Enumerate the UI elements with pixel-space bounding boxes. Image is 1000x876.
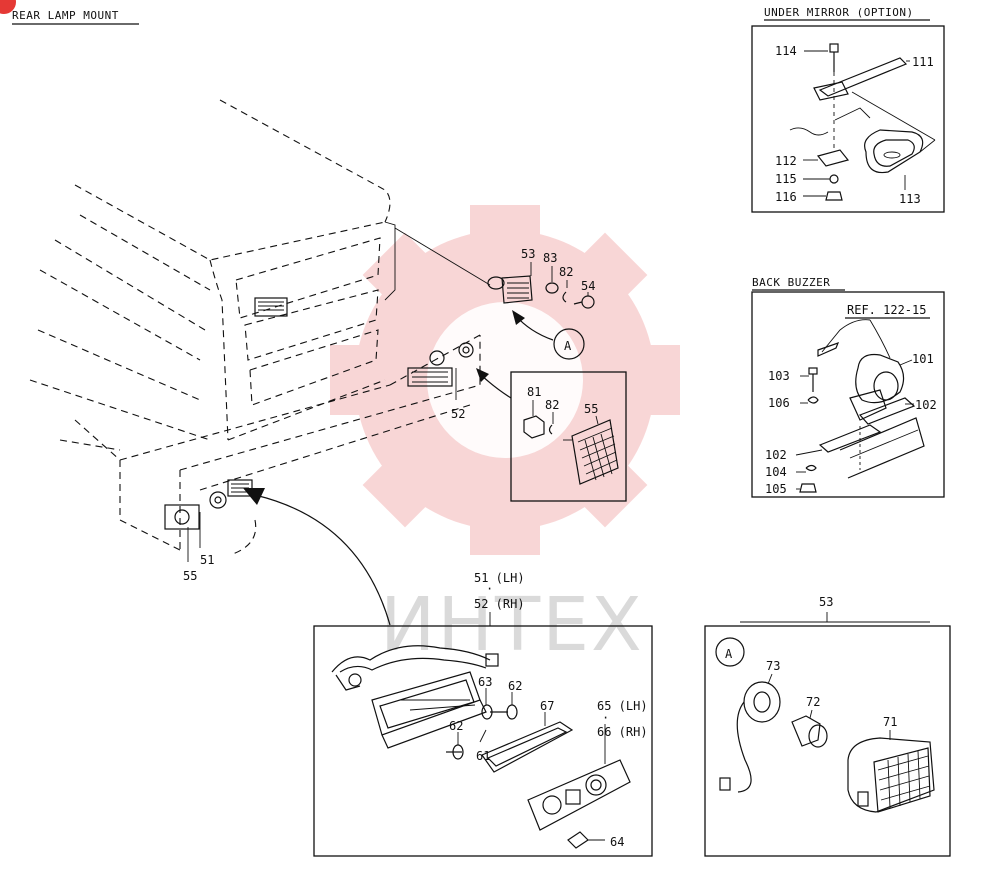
label-dot-2: · [602,711,609,725]
label-105: 105 [765,482,787,496]
label-63: 63 [478,675,492,689]
detail-box-mirror [751,25,945,213]
label-112: 112 [775,154,797,168]
label-72: 72 [806,695,820,709]
label-67: 67 [540,699,554,713]
label-106: 106 [768,396,790,410]
detail-box-lamp [313,625,653,857]
label-102-l: 102 [765,448,787,462]
detail-box-53 [704,625,951,857]
label-61: 61 [476,749,490,763]
label-66-rh: 66 (RH) [597,725,648,739]
arrow-to-lamp-box [254,494,391,626]
page-badge [0,0,16,14]
label-81: 81 [527,385,541,399]
label-115: 115 [775,172,797,186]
label-52-main: 52 [451,407,465,421]
watermark-text: ИНТЕХ [380,582,644,668]
detail-box-55 [510,371,627,502]
lamp-53-detail-parts [719,673,935,813]
detail-box-buzzer [751,291,945,498]
callout-a-box [715,637,745,667]
label-111: 111 [912,55,934,69]
label-116: 116 [775,190,797,204]
label-54: 54 [581,279,595,293]
lamp-55-parts [523,400,619,485]
arrow-to-lamp-box-head [243,488,265,505]
buzzer-ref: REF. 122-15 [847,303,926,317]
arrow-a-top-head [512,310,525,325]
label-65-lh: 65 (LH) [597,699,648,713]
lamp-51-parts [331,645,631,849]
bumper-lamps [164,297,474,562]
arrow-to-box-55-head [476,368,489,382]
label-104: 104 [765,465,787,479]
label-114: 114 [775,44,797,58]
main-title: REAR LAMP MOUNT [12,9,119,22]
label-82-top: 82 [559,265,573,279]
mirror-parts [789,43,936,201]
callout-a-box-label: A [725,647,733,661]
label-62-b: 62 [449,719,463,733]
mirror-title: UNDER MIRROR (OPTION) [764,6,914,19]
label-55-mid: 55 [584,402,598,416]
label-103: 103 [768,369,790,383]
buzzer-title: BACK BUZZER [752,276,830,289]
label-101: 101 [912,352,934,366]
callout-a-top [553,328,585,360]
label-71: 71 [883,715,897,729]
label-53-box: 53 [819,595,833,609]
machine-body [29,99,481,556]
label-113: 113 [899,192,921,206]
buzzer-parts [795,319,925,493]
label-82-mid: 82 [545,398,559,412]
label-55-main: 55 [183,569,197,583]
label-51-main: 51 [200,553,214,567]
label-dot-1: · [486,582,493,596]
leader-53-box [740,612,930,623]
label-62-a: 62 [508,679,522,693]
label-53-top: 53 [521,247,535,261]
label-102-r: 102 [915,398,937,412]
lamp-53-assembly [487,262,595,309]
label-64: 64 [610,835,624,849]
leader-53 [394,227,491,286]
label-51-lh: 51 (LH) [474,571,525,585]
label-52-rh: 52 (RH) [474,597,525,611]
watermark-gear-hole [427,302,583,458]
callout-a-top-label: A [564,339,572,353]
label-83-top: 83 [543,251,557,265]
label-73: 73 [766,659,780,673]
